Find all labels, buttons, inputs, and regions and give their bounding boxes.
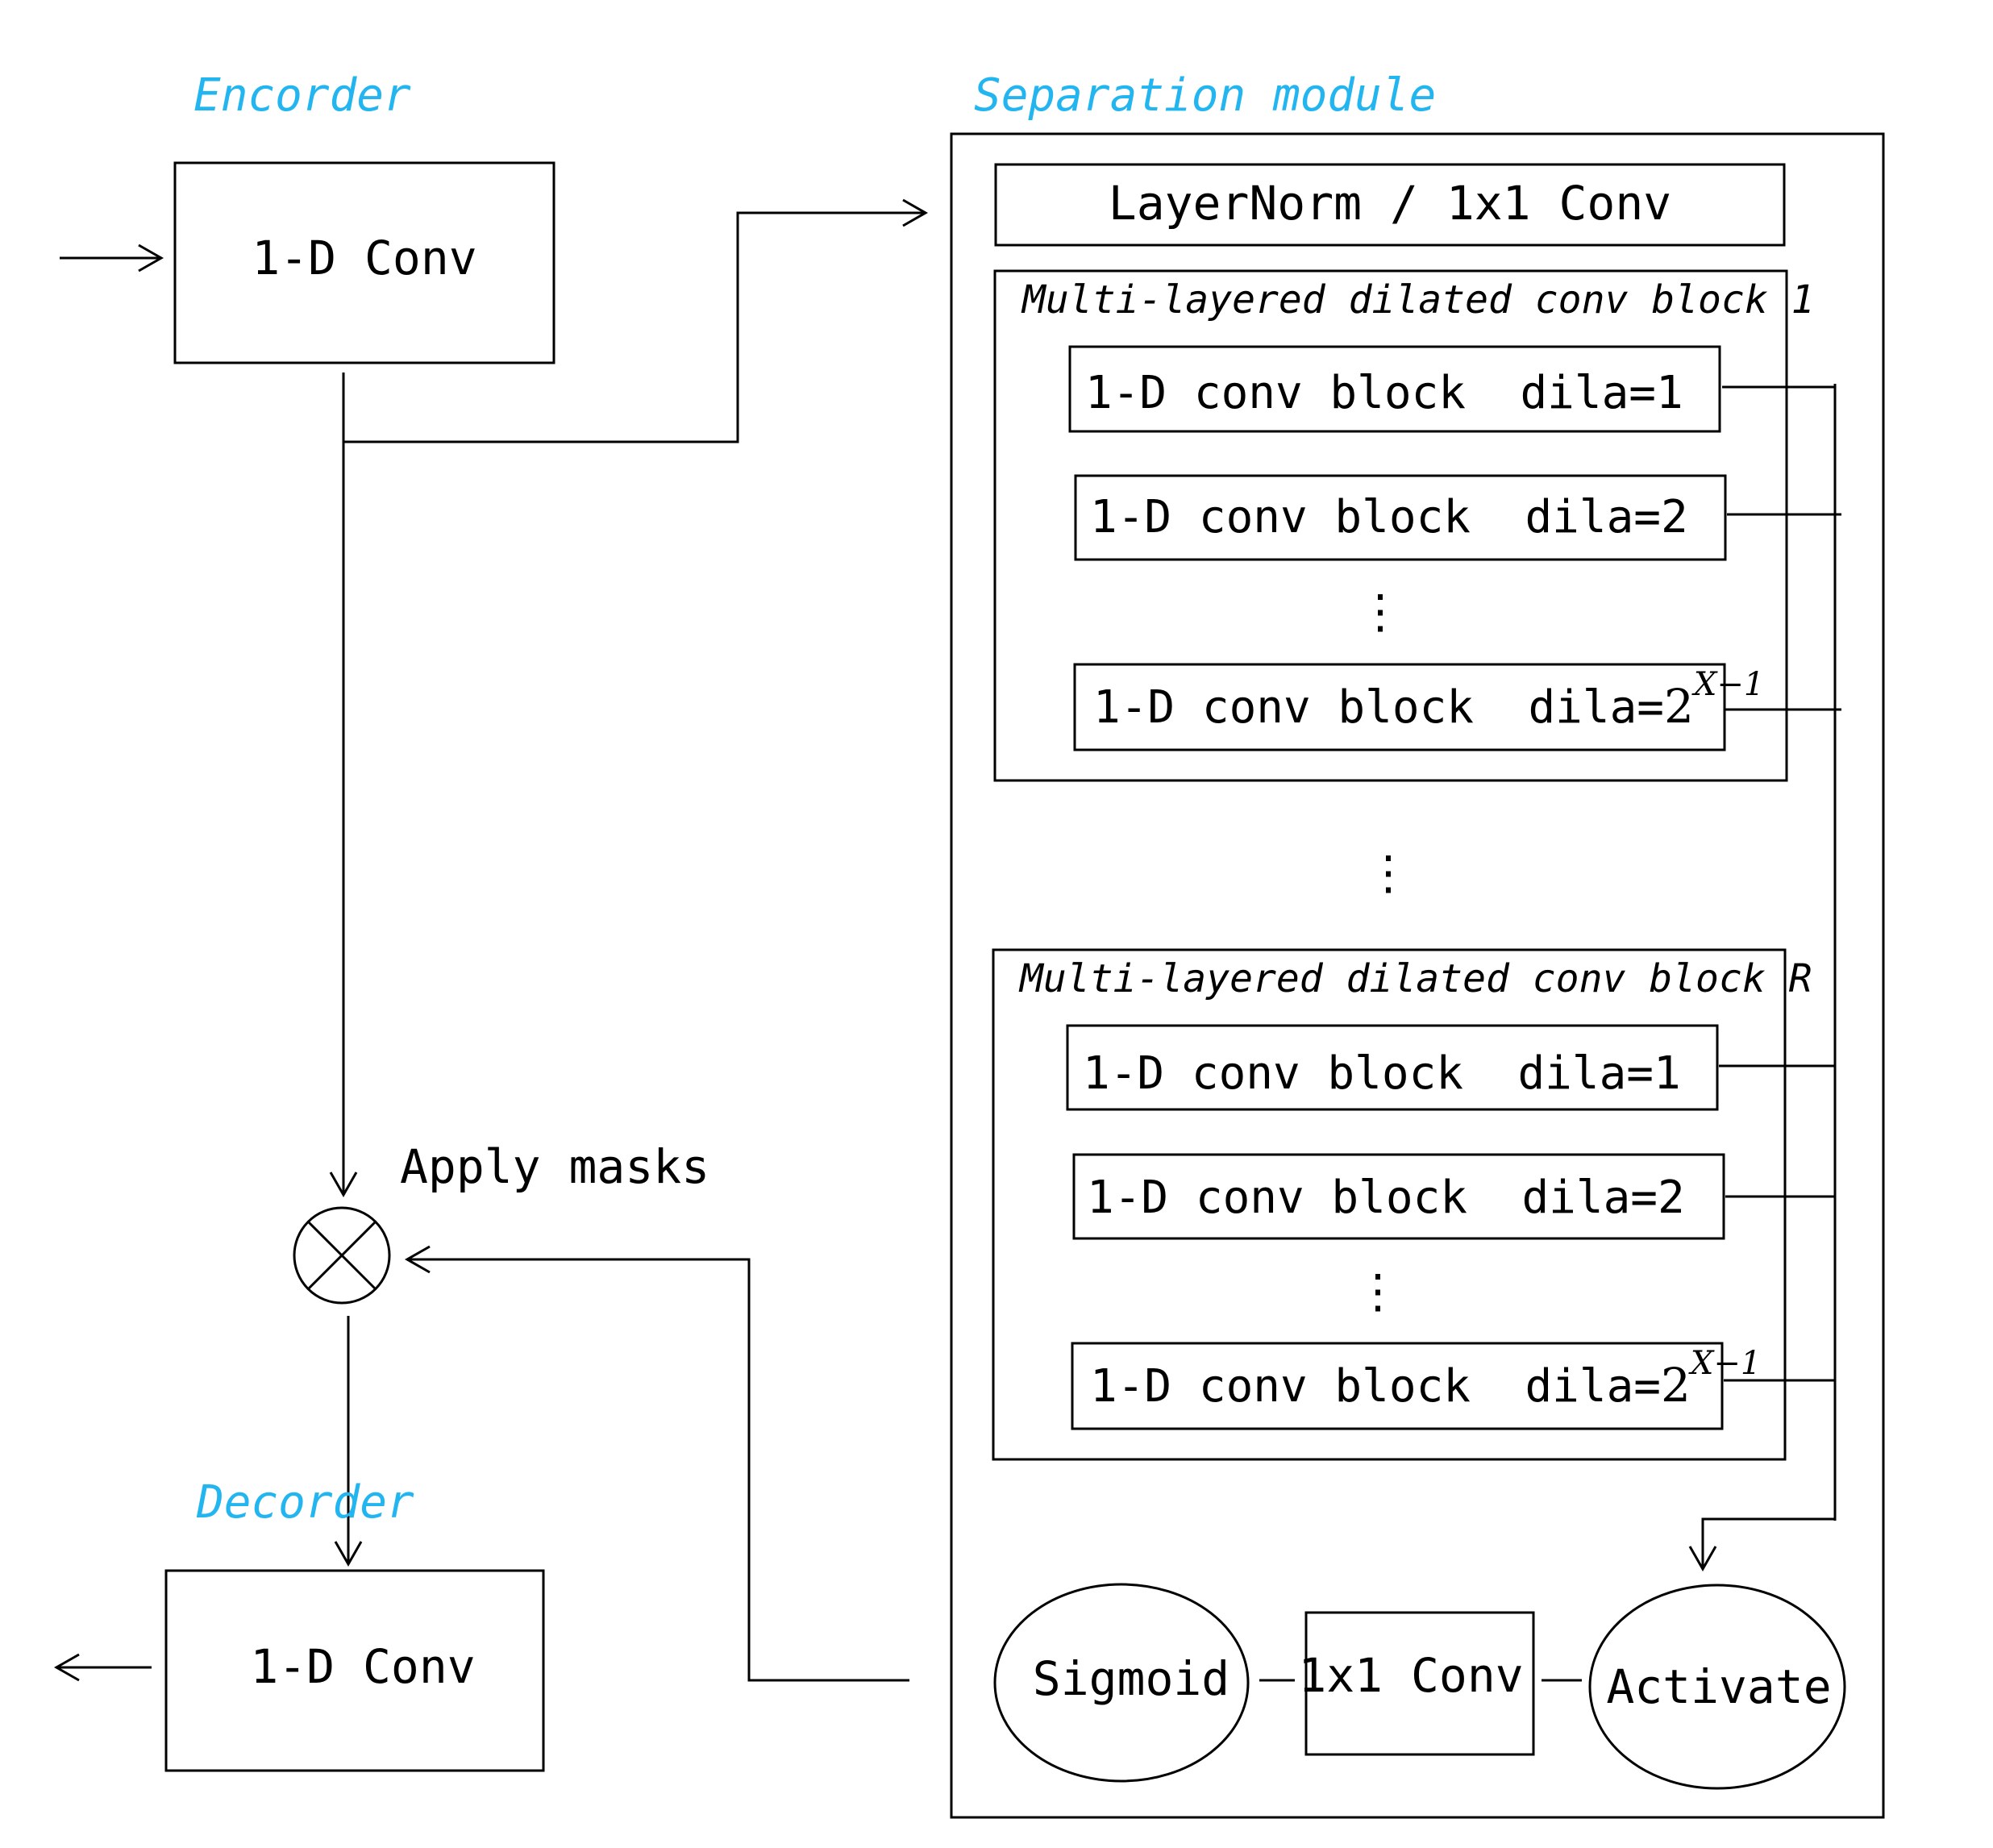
decoder-box	[164, 1569, 545, 1772]
block1-ellipsis: ⋮	[1357, 584, 1404, 639]
sigmoid-label: Sigmoid	[1033, 1651, 1230, 1706]
blockR-row2-box	[1072, 1153, 1725, 1240]
blockR-row3-box	[1071, 1342, 1724, 1430]
blockR-row3-label: 1-D conv block dila=2X−1	[1090, 1345, 1761, 1413]
encoder-to-separation-connector	[343, 198, 929, 443]
blockR-row1-label: 1-D conv block dila=1	[1083, 1047, 1681, 1100]
between-blocks-ellipsis: ⋮	[1365, 845, 1412, 900]
conv1x1-label: 1x1 Conv	[1298, 1648, 1523, 1703]
dilated-block-1-title: Multi-layered dilated conv block 1	[1021, 277, 1815, 323]
block1-row1-box	[1068, 345, 1721, 433]
activate-label: Activate	[1606, 1659, 1831, 1714]
sigmoid-node	[993, 1583, 1250, 1783]
multiply-circle-icon	[293, 1206, 391, 1305]
layernorm-box	[994, 163, 1786, 247]
decoder-title: Decorder	[196, 1476, 414, 1529]
blockR-row2-label: 1-D conv block dila=2	[1087, 1172, 1685, 1224]
block1-row1-label: 1-D conv block dila=1	[1085, 367, 1683, 419]
dilated-block-R-title: Multi-layered dilated conv block R	[1018, 956, 1812, 1001]
conv1x1-box	[1304, 1611, 1535, 1756]
decoder-box-label: 1-D Conv	[250, 1639, 475, 1694]
activate-node	[1588, 1584, 1846, 1790]
block1-row2-label: 1-D conv block dila=2	[1090, 491, 1688, 543]
mask-feedback-connector	[404, 1245, 909, 1682]
blockR-ellipsis: ⋮	[1354, 1263, 1401, 1318]
separation-title: Separation module	[974, 69, 1436, 122]
block1-row2-box	[1074, 474, 1727, 561]
encoder-title: Encorder	[193, 69, 411, 122]
skip-connections	[1688, 384, 1841, 1572]
block1-row3-label: 1-D conv block dila=2X−1	[1093, 666, 1764, 734]
layernorm-label: LayerNorm / 1x1 Conv	[1109, 176, 1671, 231]
encoder-box	[173, 161, 555, 364]
apply-masks-label: Apply masks	[400, 1139, 709, 1194]
blockR-row1-box	[1066, 1024, 1719, 1111]
encoder-box-label: 1-D Conv	[252, 231, 476, 285]
block1-row3-box	[1073, 663, 1726, 751]
